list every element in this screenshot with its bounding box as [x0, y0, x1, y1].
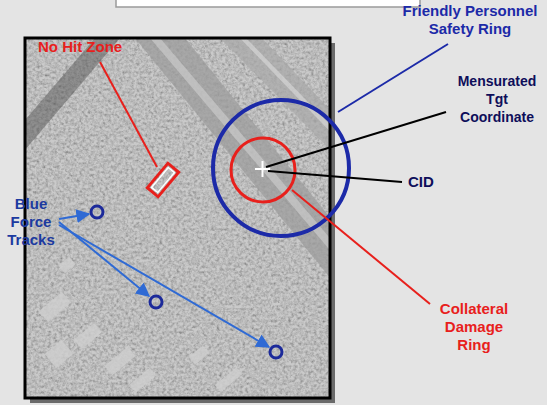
- crosshair: [255, 161, 270, 177]
- callout-label: Collateral Damage Ring: [428, 300, 520, 354]
- leader-line: [338, 44, 448, 112]
- header-bar: [116, 0, 420, 7]
- callout-label: Mensurated Tgt Coordinate: [449, 72, 545, 126]
- aerial-photo: [25, 38, 330, 398]
- leader-line: [292, 190, 430, 304]
- callout-label: Friendly Personnel Safety Ring: [395, 2, 545, 38]
- leader-line: [266, 112, 446, 167]
- photo-border: [25, 38, 330, 398]
- callout-label: CID: [408, 173, 468, 191]
- leader-line: [268, 171, 402, 182]
- safety-ring: [213, 100, 349, 236]
- callout-label: Blue Force Tracks: [2, 195, 60, 249]
- collateral-ring: [231, 138, 295, 202]
- leader-arrow: [59, 214, 269, 347]
- leader-line: [100, 62, 157, 167]
- blue-force-track: [91, 206, 282, 358]
- no-hit-zone-inner: [152, 167, 175, 192]
- callout-label: No Hit Zone: [38, 38, 168, 56]
- no-hit-zone: [147, 163, 178, 197]
